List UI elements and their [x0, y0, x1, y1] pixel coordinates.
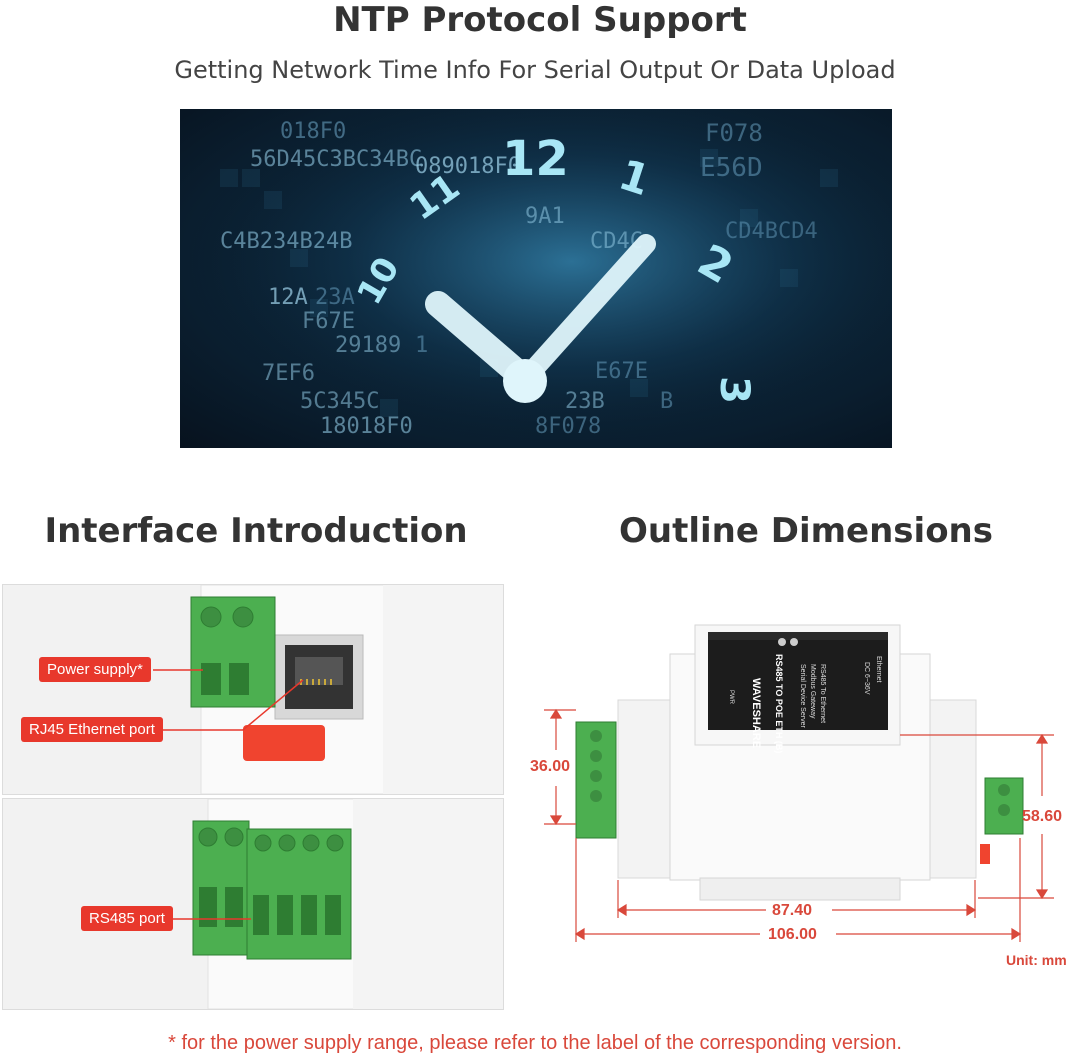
hex-text: CD4BCD4 [725, 219, 818, 244]
page-title: NTP Protocol Support [333, 0, 747, 40]
hex-text: 5C345C [300, 389, 380, 414]
hex-text: 1 [415, 333, 429, 358]
device-brand: WAVESHARE [750, 678, 762, 749]
device-top-illustration [3, 585, 503, 794]
label-rs485-port: RS485 port [81, 906, 173, 931]
interface-panel-bottom: RS485 port [2, 798, 504, 1010]
hex-text: E56D [700, 153, 763, 183]
clock-center [503, 359, 547, 403]
device-label: WAVESHARE RS485 TO POE ETH (B) Serial De… [720, 650, 882, 753]
hex-text: F078 [705, 119, 763, 147]
hex-text: 089018F0 [415, 154, 521, 179]
hex-text: F67E [302, 309, 355, 334]
hex-text: B [660, 389, 674, 414]
label-power-supply: Power supply* [39, 657, 151, 682]
dim-unit: Unit: mm [1006, 952, 1067, 968]
hex-text: 23B [565, 389, 605, 414]
hero-clock-image: 018F0 56D45C3BC34BC 089018F0 F078 E56D C… [180, 109, 892, 448]
clock-number-12: 12 [502, 131, 569, 187]
device-desc-2: Modbus Gateway [809, 664, 816, 719]
hex-text: 12A [268, 285, 308, 310]
dim-width-inner: 87.40 [772, 902, 813, 919]
hex-text: 18018F0 [320, 414, 413, 439]
dim-height-small: 36.00 [530, 758, 571, 775]
device-bottom-illustration [3, 799, 503, 1009]
hex-text: 8F078 [535, 414, 602, 439]
outline-section-title: Outline Dimensions [618, 511, 994, 551]
hex-text: 56D45C3BC34BC [250, 147, 423, 172]
device-desc-3: RS485 To Ethernet [819, 664, 826, 724]
device-power-range: DC 6~36V [863, 662, 870, 695]
hex-text: 9A1 [525, 204, 565, 229]
device-ethernet: Ethernet [875, 656, 882, 683]
page-subtitle: Getting Network Time Info For Serial Out… [174, 56, 896, 84]
device-desc-1: Serial Device Server [799, 664, 806, 728]
hex-text: C4B234B24B [220, 229, 353, 254]
minute-hand [515, 234, 656, 389]
hex-text: 29189 [335, 333, 402, 358]
interface-panel-top: Power supply* RJ45 Ethernet port [2, 584, 504, 795]
hex-text: 23A [315, 285, 355, 310]
interface-section-title: Interface Introduction [44, 511, 468, 551]
label-rj45-port: RJ45 Ethernet port [21, 717, 163, 742]
hex-text: 7EF6 [262, 361, 315, 386]
outline-dimensions-drawing: WAVESHARE RS485 TO POE ETH (B) Serial De… [520, 610, 1080, 980]
device-outline-illustration [544, 624, 1054, 942]
footnote: * for the power supply range, please ref… [168, 1032, 902, 1054]
dim-width-total: 106.00 [768, 926, 817, 943]
hex-text: 018F0 [280, 119, 347, 144]
hex-text: E67E [595, 359, 648, 384]
dim-height-total: 58.60 [1022, 808, 1063, 825]
device-led-pwr: PWR [728, 690, 734, 704]
clock-hands [425, 234, 656, 403]
device-model: RS485 TO POE ETH (B) [774, 654, 784, 754]
